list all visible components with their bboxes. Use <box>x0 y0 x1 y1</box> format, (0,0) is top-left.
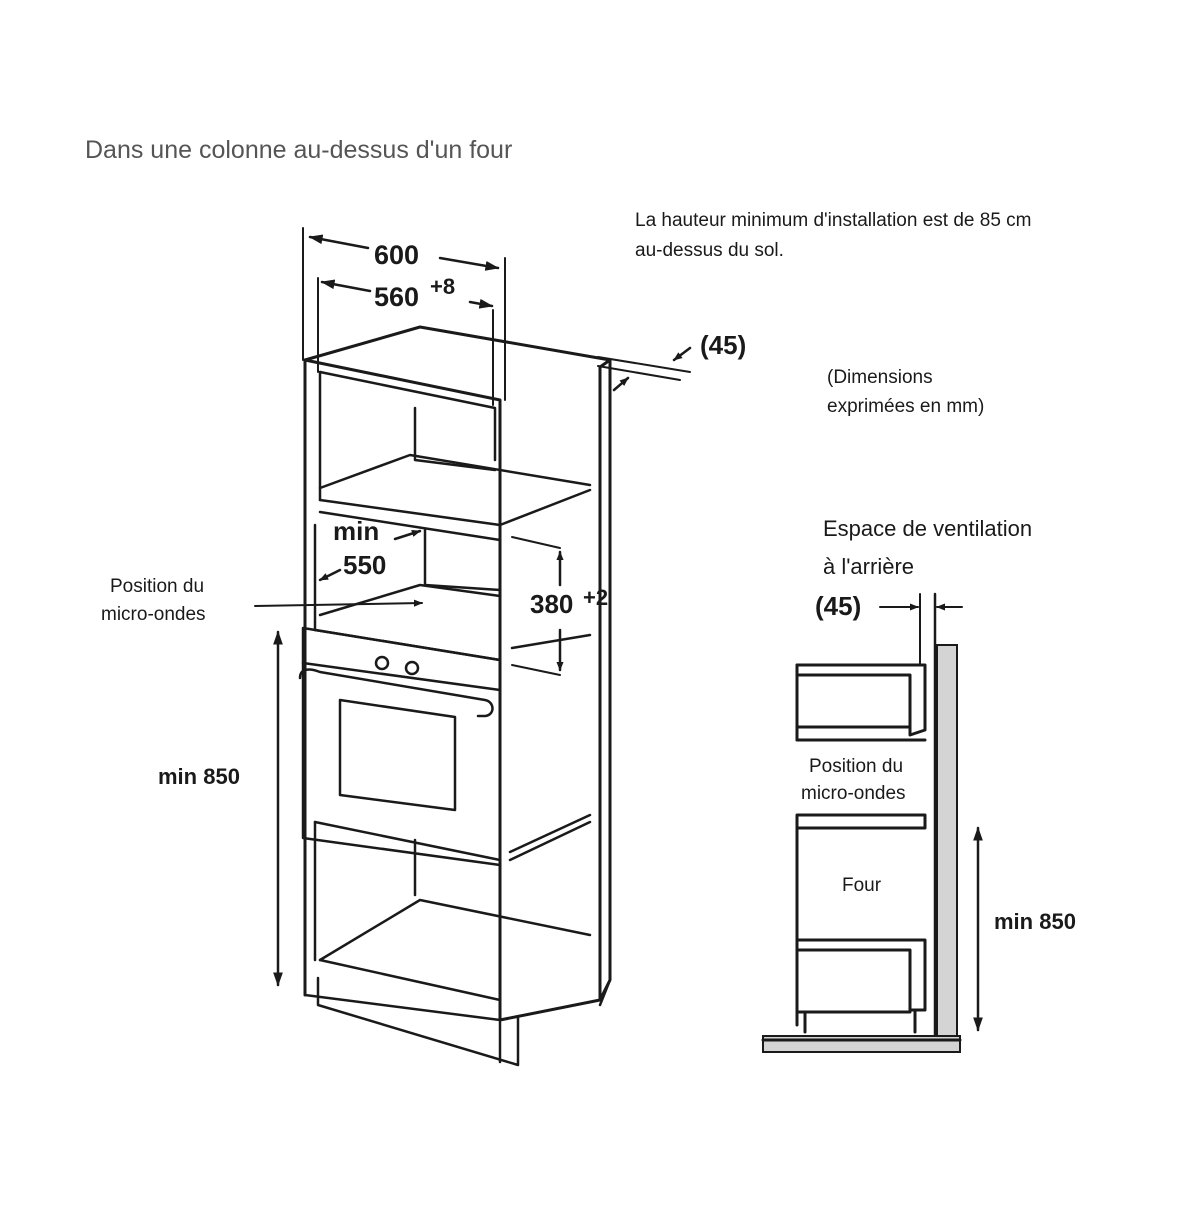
page-title: Dans une colonne au-dessus d'un four <box>85 136 512 164</box>
front-min-850-label: min 850 <box>158 764 240 789</box>
dim-45-top-label: (45) <box>700 330 746 360</box>
cabinet-perspective <box>298 325 691 1067</box>
side-min-850-label: min 850 <box>994 909 1076 934</box>
dim-380-label: 380 <box>530 589 573 619</box>
dim-560-label: 560 <box>374 282 419 312</box>
vent-title-line2: à l'arrière <box>823 554 914 579</box>
front-position-label-line1: Position du <box>110 576 204 597</box>
dim-600-label: 600 <box>374 240 419 270</box>
dim-min-850-front: min 850 <box>158 630 283 987</box>
vent-title-line1: Espace de ventilation <box>823 516 1032 541</box>
side-vent-gap-label: (45) <box>815 591 861 621</box>
units-note-line2: exprimées en mm) <box>827 396 984 417</box>
dim-min-550: min 550 <box>318 516 422 582</box>
front-position-label-line2: micro-ondes <box>101 604 206 625</box>
microwave-position-callout: Position du micro-ondes <box>101 576 423 625</box>
dim-380: 380 +2 <box>511 536 608 676</box>
install-height-note-line2: au-dessus du sol. <box>635 240 784 261</box>
dim-min-label: min <box>333 516 379 546</box>
side-view: Espace de ventilation à l'arrière (45) P… <box>761 516 1076 1053</box>
oven-front <box>298 626 502 867</box>
oven-label: Four <box>842 875 882 896</box>
dim-380-tolerance: +2 <box>583 585 608 610</box>
side-position-label-line2: micro-ondes <box>801 783 906 804</box>
dim-550-label: 550 <box>343 550 386 580</box>
install-height-note-line1: La hauteur minimum d'installation est de… <box>635 210 1032 231</box>
dim-560-tolerance: +8 <box>430 274 455 299</box>
side-position-label-line1: Position du <box>809 756 903 777</box>
units-note-line1: (Dimensions <box>827 367 933 388</box>
dim-560: 560 +8 <box>317 274 494 406</box>
dim-45-top: (45) <box>612 330 746 392</box>
floor <box>762 1035 961 1053</box>
dim-600: 600 <box>302 227 506 401</box>
rear-wall <box>936 644 958 1038</box>
